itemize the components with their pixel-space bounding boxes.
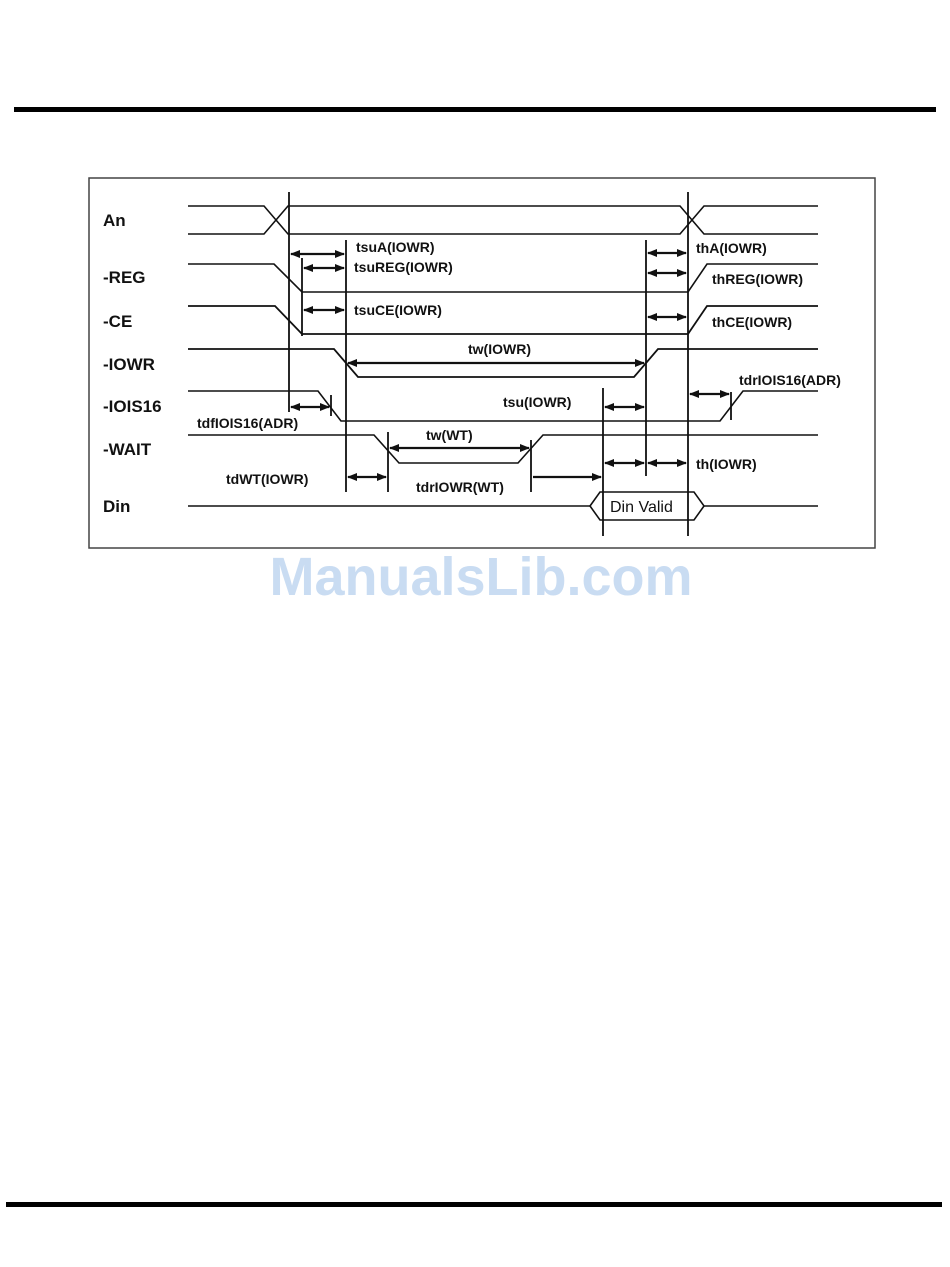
label-tsuA: tsuA(IOWR) <box>356 239 435 255</box>
signal-label-iois16: -IOIS16 <box>103 397 162 416</box>
label-tsu-iowr: tsu(IOWR) <box>503 394 571 410</box>
label-tw-wt: tw(WT) <box>426 427 473 443</box>
label-tdfIOIS16: tdfIOIS16(ADR) <box>197 415 298 431</box>
signal-label-ce: -CE <box>103 312 132 331</box>
label-tdrIOWR: tdrIOWR(WT) <box>416 479 504 495</box>
label-tdWT: tdWT(IOWR) <box>226 471 308 487</box>
signal-label-din: Din <box>103 497 130 516</box>
bottom-rule <box>6 1202 942 1207</box>
label-tw-iowr: tw(IOWR) <box>468 341 531 357</box>
label-tsuREG: tsuREG(IOWR) <box>354 259 453 275</box>
watermark: ManualsLib.com <box>0 546 950 608</box>
label-thCE: thCE(IOWR) <box>712 314 792 330</box>
din-valid-label: Din Valid <box>610 499 673 516</box>
signal-label-iowr: -IOWR <box>103 355 155 374</box>
label-th-iowr: th(IOWR) <box>696 456 757 472</box>
signal-label-wait: -WAIT <box>103 440 152 459</box>
signal-label-an: An <box>103 211 126 230</box>
label-thA: thA(IOWR) <box>696 240 767 256</box>
label-tdrIOIS16: tdrIOIS16(ADR) <box>739 372 841 388</box>
label-tsuCE: tsuCE(IOWR) <box>354 302 442 318</box>
signal-label-reg: -REG <box>103 268 146 287</box>
label-thREG: thREG(IOWR) <box>712 271 803 287</box>
